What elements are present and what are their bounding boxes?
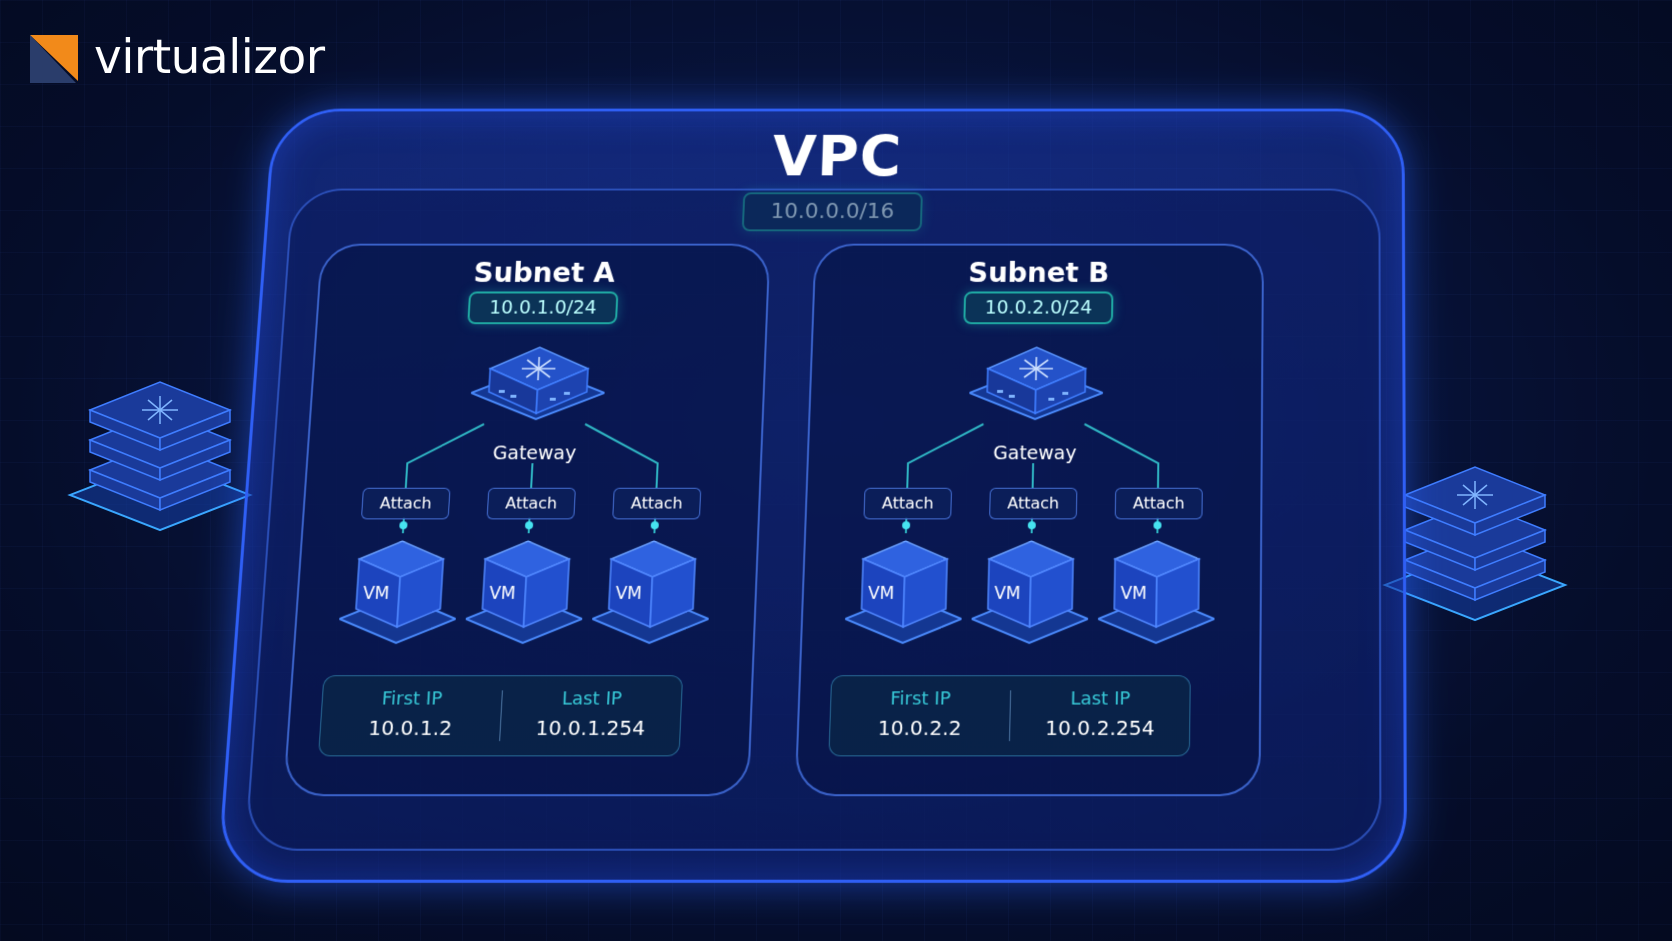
vm-label: VM (362, 583, 390, 603)
first-ip-label: First IP (381, 688, 443, 710)
router-icon (468, 330, 607, 437)
vm-cube-icon: VM (591, 535, 713, 653)
attach-label: Attach (863, 487, 953, 520)
first-ip-label: First IP (890, 688, 951, 710)
attach-label: Attach (989, 487, 1078, 520)
attach-label: Attach (360, 487, 451, 520)
gateway-label: Gateway (492, 442, 577, 465)
vm-node: VM (590, 535, 712, 657)
subnet-b: Subnet B 10.0.2.0/24 (794, 243, 1265, 797)
right-server-stack (1375, 435, 1575, 639)
attach-label: Attach (1114, 487, 1203, 520)
logo-mark-icon (30, 34, 78, 83)
last-ip-column: Last IP 10.0.1.254 (500, 676, 682, 755)
vpc-container: VPC 10.0.0.0/16 Subnet A 10.0.1.0/24 (216, 108, 1408, 883)
ip-range-panel: First IP 10.0.2.2 Last IP 10.0.2.254 (828, 675, 1191, 757)
subnet-a: Subnet A 10.0.1.0/24 (282, 243, 771, 797)
vpc-title: VPC (771, 124, 903, 189)
server-stack-icon (1382, 466, 1568, 622)
vm-cube-icon: VM (971, 535, 1090, 653)
gateway-router (468, 330, 607, 441)
vm-node: VM (337, 535, 461, 657)
first-ip-column: First IP 10.0.2.2 (829, 676, 1010, 755)
brand-name: virtualizor (94, 30, 325, 85)
vm-label: VM (994, 583, 1021, 603)
vm-cube-icon: VM (1097, 535, 1215, 653)
vm-cube-icon: VM (337, 541, 461, 653)
vm-node: VM (464, 535, 587, 657)
ip-range-panel: First IP 10.0.1.2 Last IP 10.0.1.254 (318, 675, 684, 757)
vm-label: VM (489, 583, 516, 603)
vm-label: VM (868, 583, 895, 603)
vm-label: VM (1120, 583, 1147, 603)
vm-cube-icon: VM (464, 541, 587, 653)
left-server-stack (60, 360, 260, 544)
first-ip-value: 10.0.2.2 (877, 715, 962, 741)
first-ip-column: First IP 10.0.1.2 (319, 676, 502, 755)
brand-logo: virtualizor (30, 30, 325, 85)
vm-node: VM (971, 535, 1090, 657)
last-ip-value: 10.0.2.254 (1044, 715, 1155, 741)
last-ip-label: Last IP (1070, 688, 1131, 710)
last-ip-column: Last IP 10.0.2.254 (1010, 676, 1190, 755)
attach-label: Attach (612, 487, 702, 520)
attach-label: Attach (486, 487, 576, 520)
vm-cube-icon: VM (844, 535, 964, 653)
vm-node: VM (844, 535, 964, 657)
server-stack-icon (67, 381, 253, 532)
vm-node: VM (1097, 535, 1215, 657)
gateway-connection-lines (805, 246, 1262, 557)
first-ip-value: 10.0.1.2 (367, 715, 453, 741)
gateway-connection-lines (301, 246, 768, 557)
router-icon (968, 330, 1104, 437)
last-ip-label: Last IP (561, 688, 623, 710)
vm-label: VM (615, 583, 642, 603)
gateway-label: Gateway (992, 442, 1077, 465)
last-ip-value: 10.0.1.254 (535, 715, 646, 741)
gateway-router (968, 330, 1104, 441)
